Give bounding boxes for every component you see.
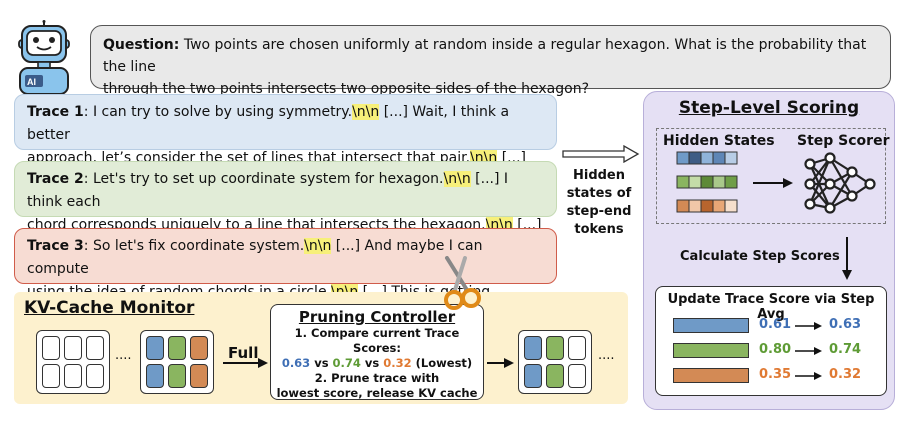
- step-level-scoring-title: Step-Level Scoring: [678, 98, 860, 118]
- ellipsis: ....: [598, 348, 615, 363]
- step-end-token: \n\n: [443, 171, 471, 187]
- full-label: Full: [228, 344, 259, 362]
- cache-cell: [568, 336, 586, 360]
- neural-network-icon: [804, 152, 876, 214]
- scissors-icon: [444, 256, 481, 310]
- arrow-right-icon: [795, 347, 822, 355]
- score-value: 0.63: [281, 356, 311, 370]
- arrow-right-icon: [753, 178, 793, 188]
- robot-icon: AI: [18, 20, 70, 95]
- cache-cell: [146, 336, 164, 360]
- trace-text: [...] And maybe I can compute: [27, 238, 483, 277]
- old-score: 0.61: [759, 317, 792, 332]
- trace-text: : Let's try to set up coordinate system …: [83, 171, 444, 187]
- empty-cache-box: [36, 330, 110, 394]
- old-score: 0.80: [759, 342, 792, 357]
- cache-cell: [190, 336, 208, 360]
- arrow-right-icon: [487, 358, 514, 368]
- trace-score-bar: [673, 368, 749, 383]
- question-text-line1: Two points are chosen uniformly at rando…: [103, 37, 867, 75]
- arrow-right-icon: [795, 372, 822, 380]
- cache-cell: [524, 336, 542, 360]
- new-score: 0.74: [829, 342, 862, 357]
- trace-text: [...] I think each: [27, 171, 509, 210]
- cache-cell: [168, 364, 186, 388]
- hidden-states-dashed-box: [656, 128, 886, 224]
- arrow-right-icon: [795, 322, 822, 330]
- cache-cell: [568, 364, 586, 388]
- ellipsis: ....: [115, 348, 132, 363]
- trace-score-bar: [673, 343, 749, 358]
- trace-label: Trace 2: [27, 171, 84, 187]
- calculate-step-scores-label: Calculate Step Scores: [680, 249, 840, 264]
- cache-cell: [86, 364, 104, 388]
- score-value: 0.32: [383, 356, 412, 370]
- prune-line: 2. Prune trace with: [314, 371, 440, 385]
- old-score: 0.35: [759, 367, 792, 382]
- trace-text: : So let's fix coordinate system.: [83, 238, 305, 254]
- cache-cell: [524, 364, 542, 388]
- question-box: Question: Two points are chosen uniforml…: [90, 25, 891, 97]
- trace-2-box: Trace 2: Let's try to set up coordinate …: [14, 161, 557, 233]
- trace-1-box: Trace 1: I can try to solve by using sym…: [14, 94, 557, 166]
- cache-cell: [546, 364, 564, 388]
- hollow-arrow-icon: [562, 145, 640, 163]
- step-scorer-title: Step Scorer: [797, 133, 890, 149]
- cache-cell: [190, 364, 208, 388]
- new-score: 0.63: [829, 317, 862, 332]
- trace-label: Trace 3: [27, 238, 84, 254]
- cache-cell: [42, 364, 60, 388]
- question-label: Question:: [103, 37, 180, 53]
- trace-score-bar: [673, 318, 749, 333]
- score-value: 0.74: [332, 356, 361, 370]
- cache-cell: [146, 364, 164, 388]
- hidden-states-label: Hidden states of step-end tokens: [566, 168, 632, 237]
- cache-cell: [64, 336, 82, 360]
- cache-cell: [42, 336, 60, 360]
- cache-cell: [86, 336, 104, 360]
- trace-text: [...] Wait, I think a better: [27, 104, 510, 143]
- cache-cell: [546, 336, 564, 360]
- pruning-controller-box: Pruning Controller 1. Compare current Tr…: [270, 304, 484, 400]
- trace-label: Trace 1: [27, 104, 84, 120]
- hidden-state-bars: [676, 151, 738, 213]
- kv-cache-title: KV-Cache Monitor: [24, 298, 195, 318]
- compare-line: 1. Compare current Trace Scores:: [294, 326, 460, 355]
- step-end-token: \n\n: [352, 104, 380, 120]
- arrow-down-icon: [842, 237, 852, 280]
- full-cache-box: [140, 330, 214, 394]
- arrow-right-icon: [223, 358, 268, 368]
- trace-text: : I can try to solve by using symmetry.: [83, 104, 353, 120]
- score-compare-line: 0.63 vs 0.74 vs 0.32 (Lowest): [281, 356, 473, 370]
- svg-text:AI: AI: [27, 77, 36, 87]
- cache-cell: [168, 336, 186, 360]
- cache-cell: [64, 364, 82, 388]
- release-line: lowest score, release KV cache: [276, 386, 478, 400]
- question-text-line2: through the two points intersects two op…: [103, 81, 590, 97]
- hidden-states-title: Hidden States: [663, 133, 775, 149]
- step-end-token: \n\n: [304, 238, 332, 254]
- update-trace-score-title: Update Trace Score via Step Avg: [667, 292, 875, 322]
- new-score: 0.32: [829, 367, 862, 382]
- pruning-controller-title: Pruning Controller: [298, 308, 456, 326]
- pruned-cache-box: [518, 330, 592, 394]
